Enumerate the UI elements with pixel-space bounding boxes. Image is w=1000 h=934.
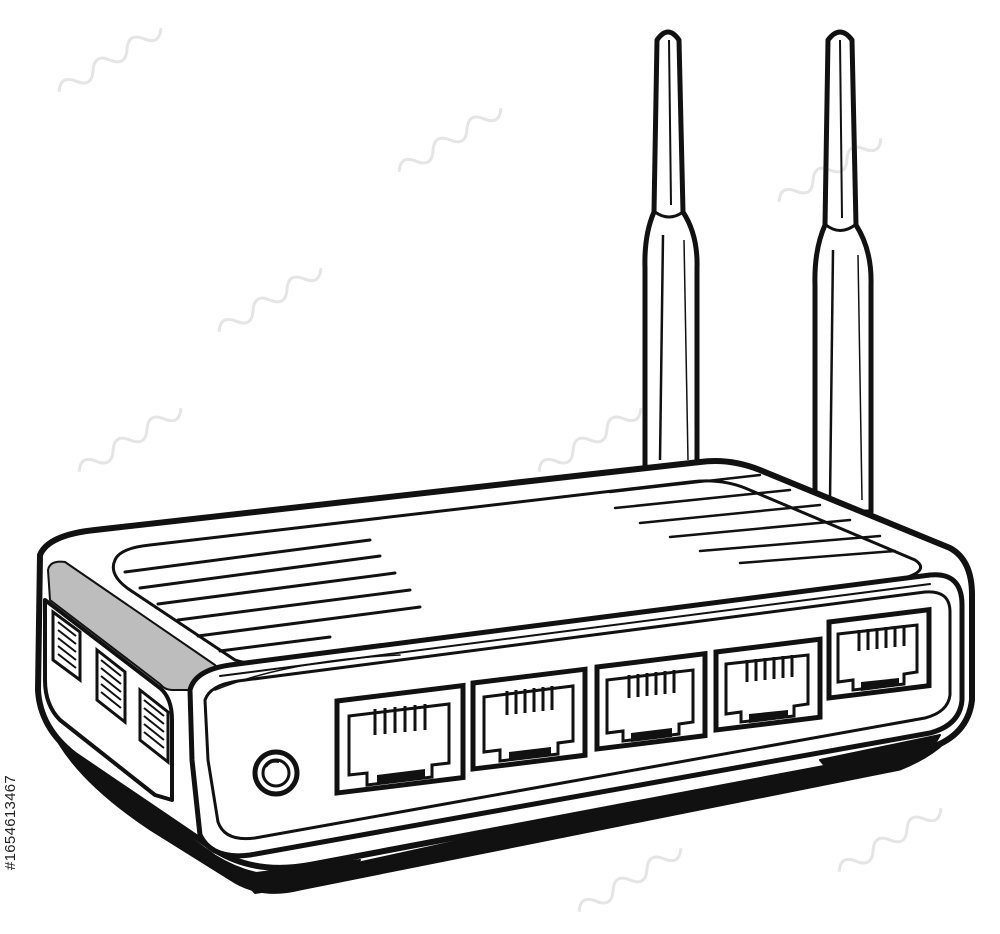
ethernet-port-icon bbox=[826, 606, 932, 701]
vent-slot-icon bbox=[51, 609, 170, 766]
antenna-right bbox=[812, 29, 874, 515]
ethernet-port-icon bbox=[713, 636, 823, 733]
ethernet-port-icon bbox=[594, 650, 708, 752]
antenna-left bbox=[642, 29, 700, 473]
ethernet-ports bbox=[334, 606, 932, 796]
ethernet-port-icon bbox=[334, 682, 466, 796]
power-button-icon bbox=[252, 749, 300, 797]
ethernet-port-icon bbox=[470, 666, 588, 772]
stock-id-label: #1654613467 bbox=[2, 774, 19, 870]
